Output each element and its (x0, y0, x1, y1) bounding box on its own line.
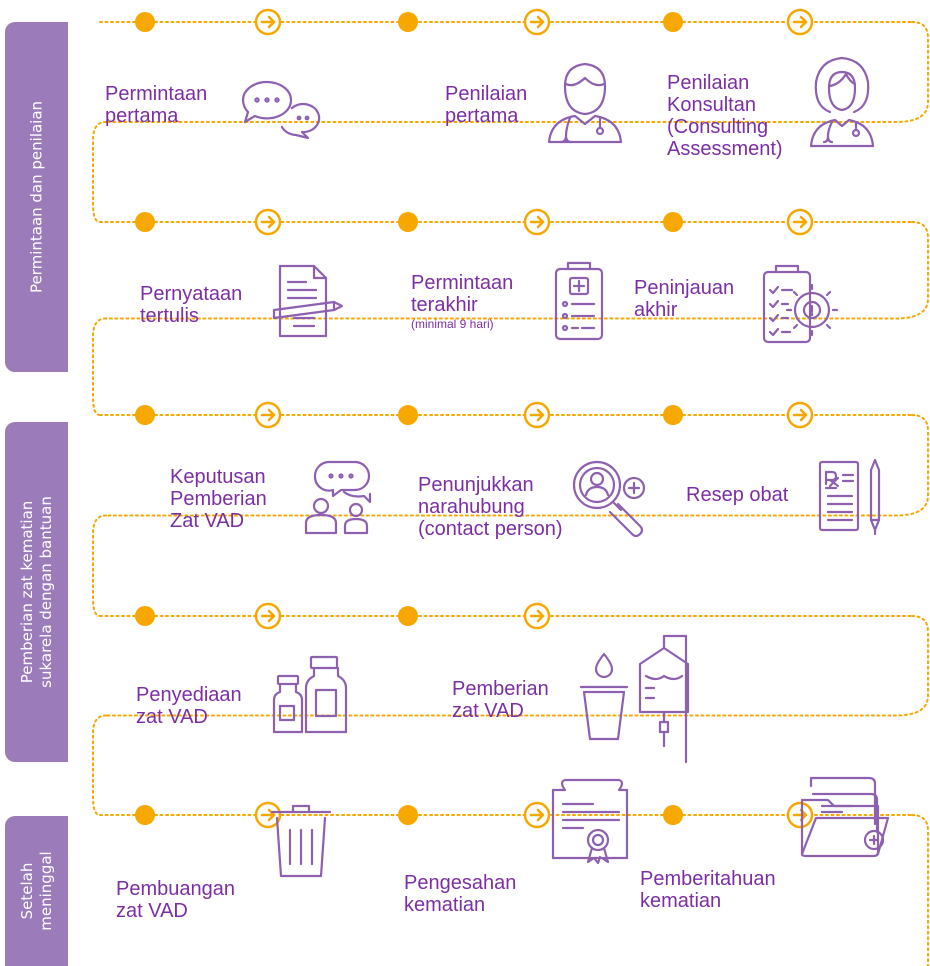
section-tab-permintaan: Permintaan dan penilaian (5, 22, 68, 372)
step-dot (663, 805, 683, 825)
section-label-line: Permintaan dan penilaian (27, 100, 45, 294)
speech-bubbles-icon (241, 80, 321, 140)
section-tab-pemberian: Pemberian zat kematian sukarela dengan b… (5, 422, 68, 762)
arrow-circle-icon (786, 208, 814, 236)
section-label: Permintaan dan penilaian (27, 101, 46, 293)
arrow-circle-icon (254, 602, 282, 630)
step-dot (135, 12, 155, 32)
medical-clipboard-icon (554, 261, 604, 341)
arrow-circle-icon (523, 208, 551, 236)
checklist-gear-icon (762, 264, 839, 344)
prescription-icon (818, 458, 881, 536)
arrow-circle-icon (523, 801, 551, 829)
certificate-icon (551, 778, 629, 865)
section-label: Setelah meninggal (18, 851, 56, 930)
flow-line-turn (92, 121, 107, 223)
medicine-bottles-icon (272, 655, 348, 734)
flow-line-end (911, 814, 929, 966)
discussion-icon (304, 460, 372, 535)
step-dot (135, 405, 155, 425)
flow-line-turn (105, 221, 929, 320)
section-label-line: meninggal (36, 851, 55, 931)
step-dot (398, 805, 418, 825)
step-dot (135, 606, 155, 626)
step-dot (663, 12, 683, 32)
trash-bin-icon (270, 804, 332, 878)
step-dot (398, 405, 418, 425)
section-label-line: Setelah (17, 862, 36, 920)
doctor-icon (547, 62, 623, 144)
flow-line-turn (92, 514, 107, 617)
document-pen-icon (272, 264, 344, 338)
magnifier-person-icon (572, 460, 646, 538)
flow-markers (135, 8, 814, 829)
step-dot (398, 606, 418, 626)
flow-line-turn (92, 714, 107, 816)
flow-line-turn (92, 317, 107, 416)
female-doctor-icon (809, 56, 875, 148)
step-dot (135, 805, 155, 825)
section-label-line: Pemberian zat kematian (17, 500, 36, 684)
arrow-circle-icon (254, 401, 282, 429)
arrow-circle-icon (254, 208, 282, 236)
arrow-circle-icon (523, 401, 551, 429)
step-dot (398, 212, 418, 232)
arrow-circle-icon (786, 801, 814, 829)
arrow-circle-icon (786, 8, 814, 36)
arrow-circle-icon (254, 8, 282, 36)
flow-line-turn (105, 615, 929, 717)
section-label-line: sukarela dengan bantuan (36, 496, 55, 688)
flow-line-turn (105, 21, 929, 123)
step-dot (663, 212, 683, 232)
step-label-resep-obat: Resep obat (686, 484, 789, 506)
folder-icon (800, 776, 890, 858)
arrow-circle-icon (786, 401, 814, 429)
iv-drip-icon (579, 634, 690, 764)
arrow-circle-icon (254, 801, 282, 829)
arrow-circle-icon (523, 8, 551, 36)
dotted-flow-path (92, 21, 929, 966)
step-dot (663, 405, 683, 425)
section-tab-setelah: Setelah meninggal (5, 816, 68, 966)
arrow-circle-icon (523, 602, 551, 630)
step-dot (135, 212, 155, 232)
step-dot (398, 12, 418, 32)
section-label: Pemberian zat kematian sukarela dengan b… (18, 496, 56, 688)
step-note: (minimal 9 hari) (411, 317, 494, 331)
flow-line-turn (105, 414, 929, 517)
